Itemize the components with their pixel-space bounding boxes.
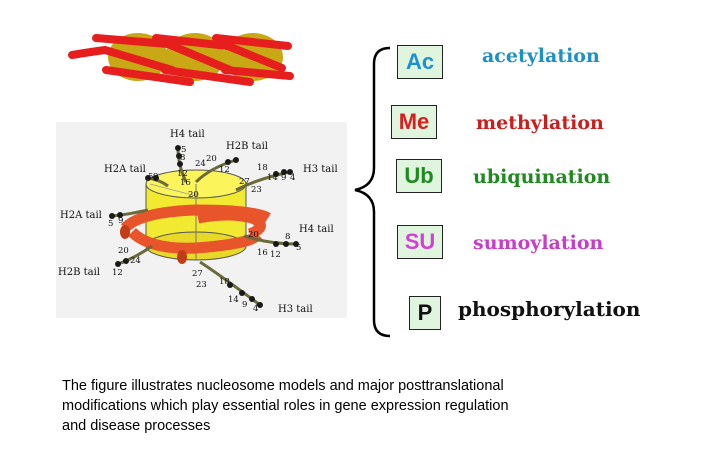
residue-number: 9 bbox=[242, 300, 247, 310]
mod-box-su: SU bbox=[397, 225, 443, 259]
mod-abbr-ac: Ac bbox=[405, 49, 435, 74]
residue-number: 8 bbox=[180, 153, 185, 163]
residue-number: 23 bbox=[251, 185, 262, 195]
residue-number: 9 bbox=[153, 172, 158, 182]
residue-number: 12 bbox=[219, 165, 230, 175]
caption-line-3: and disease processes bbox=[62, 418, 211, 434]
residue-number: 24 bbox=[130, 256, 141, 266]
caption-line-2: modifications which play essential roles… bbox=[62, 398, 509, 414]
mod-abbr-p: P bbox=[417, 300, 433, 325]
mod-abbr-su: SU bbox=[404, 229, 436, 254]
mod-label-phosphorylation: phosphorylation bbox=[458, 297, 641, 321]
tail-label-h2b-left: H2B tail bbox=[58, 267, 100, 278]
residue-number: 27 bbox=[192, 269, 203, 279]
residue-number: 23 bbox=[196, 280, 207, 290]
figure-caption: The figure illustrates nucleosome models… bbox=[62, 376, 662, 436]
mod-box-p: P bbox=[409, 296, 441, 330]
dna-superhelix bbox=[120, 204, 271, 254]
residue-number: 5 bbox=[148, 172, 153, 182]
chromatin-fiber-illustration bbox=[68, 33, 294, 86]
residue-number: 12 bbox=[112, 268, 123, 278]
residue-number: 18 bbox=[257, 163, 268, 173]
residue-number: 5 bbox=[181, 145, 186, 155]
residue-number: 14 bbox=[228, 295, 239, 305]
mod-abbr-ub: Ub bbox=[404, 163, 434, 188]
residue-number: 16 bbox=[257, 248, 268, 258]
residue-number: 20 bbox=[248, 230, 259, 240]
residue-number: 12 bbox=[270, 250, 281, 260]
residue-number: 14 bbox=[267, 173, 278, 183]
tail-label-h2b-top: H2B tail bbox=[226, 141, 268, 152]
residue-number: 4 bbox=[290, 173, 295, 183]
tail-label-h3-bottom: H3 tail bbox=[278, 304, 313, 315]
mod-box-me: Me bbox=[391, 105, 437, 139]
mod-abbr-me: Me bbox=[398, 109, 430, 134]
curly-brace bbox=[354, 46, 391, 338]
mod-label-acetylation: acetylation bbox=[482, 45, 600, 67]
residue-number: 20 bbox=[188, 190, 199, 200]
mod-box-ac: Ac bbox=[397, 45, 443, 79]
residue-number: 16 bbox=[180, 178, 191, 188]
residue-number: 12 bbox=[177, 169, 188, 179]
tail-label-h4-top: H4 tail bbox=[170, 129, 205, 140]
tail-label-h2a-upper: H2A tail bbox=[104, 164, 146, 175]
mod-label-sumoylation: sumoylation bbox=[473, 232, 604, 254]
residue-number: 9 bbox=[118, 216, 123, 226]
mod-label-methylation: methylation bbox=[476, 112, 604, 134]
tail-label-h4-right: H4 tail bbox=[299, 224, 334, 235]
residue-number: 27 bbox=[239, 177, 250, 187]
residue-number: 18 bbox=[219, 277, 230, 287]
mod-label-ubiquination: ubiquination bbox=[473, 166, 611, 188]
residue-number: 5 bbox=[108, 219, 113, 229]
residue-number: 5 bbox=[296, 243, 301, 253]
residue-number: 9 bbox=[281, 173, 286, 183]
residue-number: 4 bbox=[253, 304, 258, 314]
residue-number: 20 bbox=[206, 154, 217, 164]
caption-line-1: The figure illustrates nucleosome models… bbox=[62, 378, 504, 394]
tail-label-h3-right: H3 tail bbox=[303, 164, 338, 175]
residue-beads bbox=[109, 145, 299, 308]
tail-label-h2a-left: H2A tail bbox=[60, 210, 102, 221]
mod-box-ub: Ub bbox=[396, 159, 442, 193]
residue-number: 8 bbox=[285, 232, 290, 242]
residue-number: 20 bbox=[118, 246, 129, 256]
residue-number: 24 bbox=[195, 159, 206, 169]
